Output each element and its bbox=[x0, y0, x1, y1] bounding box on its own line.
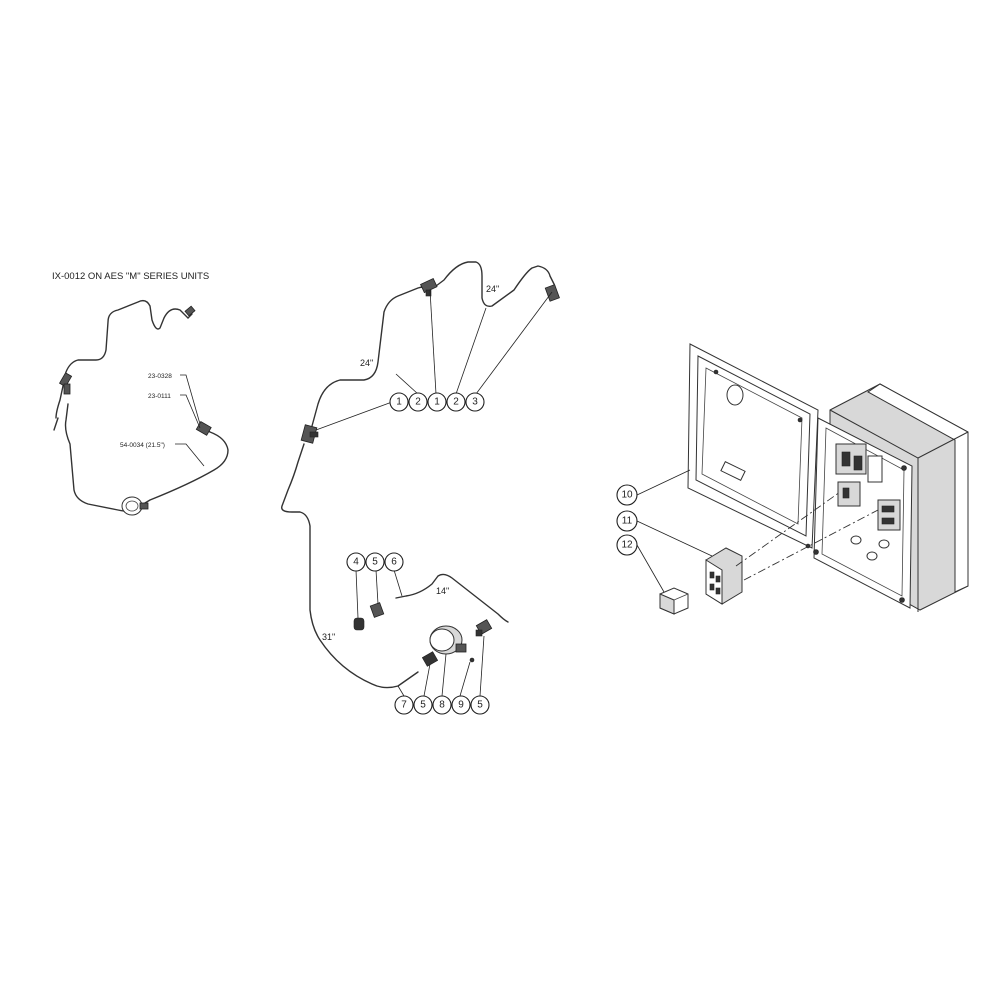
balloon-2a: 2 bbox=[408, 392, 428, 412]
inset-title: IX-0012 ON AES "M" SERIES UNITS bbox=[52, 271, 209, 282]
dim-14: 14" bbox=[436, 586, 449, 596]
balloon-2b: 2 bbox=[446, 392, 466, 412]
tubing-upper-right bbox=[435, 261, 555, 308]
svg-text:12: 12 bbox=[621, 540, 633, 551]
inset-fitting-left bbox=[58, 372, 73, 395]
balloon-1b: 1 bbox=[427, 392, 447, 412]
tee-fitting-left bbox=[300, 424, 319, 444]
svg-text:2: 2 bbox=[453, 397, 459, 408]
dim-24-right: 24" bbox=[486, 284, 499, 294]
inset-tubing-lower bbox=[64, 403, 133, 513]
balloon-9: 9 bbox=[451, 695, 471, 715]
svg-text:5: 5 bbox=[420, 700, 426, 711]
svg-text:10: 10 bbox=[621, 490, 633, 501]
svg-text:5: 5 bbox=[477, 700, 483, 711]
balloon-7: 7 bbox=[394, 695, 414, 715]
inset-fitting-top bbox=[184, 305, 196, 317]
svg-text:11: 11 bbox=[622, 516, 633, 527]
balloon-5a: 5 bbox=[365, 552, 385, 572]
enclosure-door bbox=[687, 343, 819, 549]
tubing-assembly: 24" 24" 14" 31" 1 2 1 2 3 4 5 6 7 5 8 9 bbox=[281, 261, 560, 715]
balloon-1a: 1 bbox=[389, 392, 409, 412]
tee-fitting-upper bbox=[420, 277, 438, 297]
gauge-icon bbox=[421, 625, 475, 667]
callout-23-0111: 23-0111 bbox=[148, 393, 171, 400]
relay-cube-icon bbox=[659, 587, 689, 615]
balloon-5b: 5 bbox=[413, 695, 433, 715]
callout-23-0328: 23-0328 bbox=[148, 373, 172, 380]
relay-socket-icon bbox=[705, 547, 743, 605]
enclosure-face bbox=[813, 417, 913, 609]
tubing-mid bbox=[395, 573, 509, 623]
enclosure-assembly: 10 11 12 bbox=[616, 343, 969, 615]
balloon-5c: 5 bbox=[470, 695, 490, 715]
door-hole-icon bbox=[726, 384, 744, 406]
svg-text:4: 4 bbox=[353, 557, 359, 568]
door-label bbox=[720, 461, 746, 481]
callout-54-0034: 54-0034 (21.5") bbox=[120, 442, 165, 449]
svg-text:1: 1 bbox=[396, 397, 402, 408]
balloon-12: 12 bbox=[616, 534, 638, 556]
inset-tubing bbox=[55, 299, 189, 419]
inset-gauge-icon bbox=[121, 496, 149, 516]
dim-31: 31" bbox=[322, 632, 335, 642]
balloon-3: 3 bbox=[465, 392, 485, 412]
balloon-6: 6 bbox=[384, 552, 404, 572]
inset-assembly: IX-0012 ON AES "M" SERIES UNITS 23-0328 … bbox=[52, 271, 229, 516]
svg-text:9: 9 bbox=[458, 700, 464, 711]
inset-tubing-right bbox=[139, 427, 229, 507]
svg-text:8: 8 bbox=[439, 700, 445, 711]
svg-text:5: 5 bbox=[372, 557, 378, 568]
balloon-8: 8 bbox=[432, 695, 452, 715]
fitting-mid-left bbox=[353, 602, 385, 631]
balloon-10: 10 bbox=[616, 484, 638, 506]
balloon-11: 11 bbox=[616, 510, 638, 532]
svg-text:6: 6 bbox=[391, 557, 397, 568]
tubing-left bbox=[281, 443, 419, 689]
balloon-4: 4 bbox=[346, 552, 366, 572]
dim-24-left: 24" bbox=[360, 358, 373, 368]
svg-text:3: 3 bbox=[472, 397, 478, 408]
tubing-upper bbox=[311, 286, 429, 427]
elbow-fitting-right bbox=[544, 284, 560, 302]
svg-text:7: 7 bbox=[401, 700, 407, 711]
svg-text:2: 2 bbox=[415, 397, 421, 408]
fitting-mid-right bbox=[475, 619, 493, 637]
svg-text:1: 1 bbox=[434, 397, 440, 408]
